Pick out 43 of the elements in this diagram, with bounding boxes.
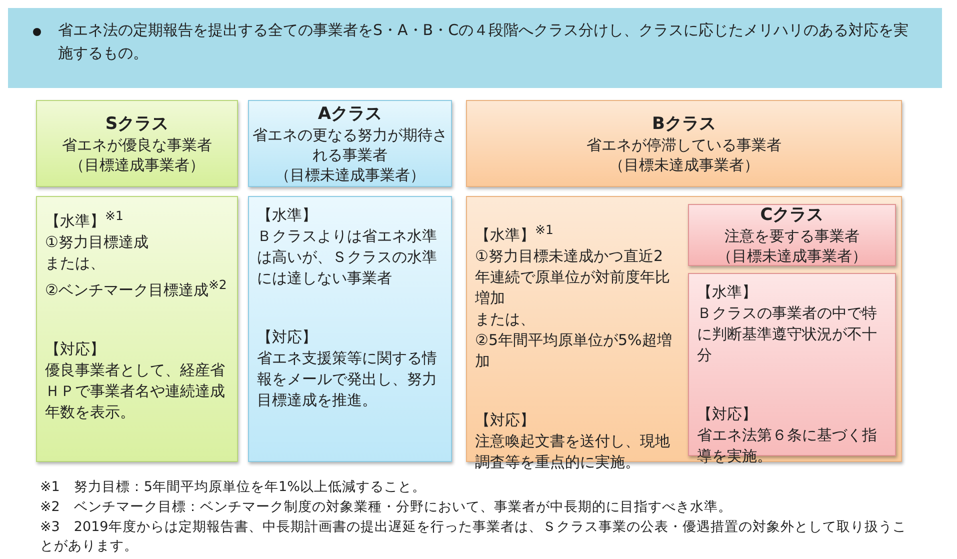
class-description: （目標未達成事業者） (275, 165, 425, 185)
section-heading: 【水準】$^{※1}$ (475, 221, 554, 246)
body-text: ②5年間平均原単位が5%超増加 (475, 330, 673, 372)
class-description: 省エネが停滞している事業者 (586, 135, 782, 155)
body-text: ①努力目標達成 (45, 232, 150, 253)
body-text: または、 (475, 309, 536, 330)
class-description: （目標未達成事業者） (717, 246, 867, 266)
body-text: 省エネ法第６条に基づく指導を実施。 (697, 425, 878, 467)
section-heading: 【対応】 (697, 404, 758, 425)
class-title: Sクラス (105, 113, 169, 135)
section-heading: 【対応】 (257, 327, 318, 348)
section-heading: 【対応】 (45, 339, 106, 360)
footnote-text: ※1 努力目標：5年間平均原単位を年1%以上低減すること。 (40, 478, 427, 497)
section-heading: 【対応】 (475, 410, 536, 431)
class-title: Bクラス (652, 113, 716, 135)
body-text: 省エネ支援策等に関する情報をメールで発出し、努力目標達成を推進。 (257, 348, 438, 411)
body-text: Ｂクラスの事業者の中で特に判断基準遵守状況が不十分 (697, 303, 878, 366)
class-header-box (466, 100, 902, 187)
section-heading: 【水準】 (257, 205, 318, 226)
footnote-text: ※2 ベンチマーク目標：ベンチマーク制度の対象業種・分野において、事業者が中長期的に目指すべき水準。 (40, 498, 733, 517)
footnote-text: ※3 2019年度からは定期報告書、中長期計画書の提出遅延を行った事業者は、Ｓクラス事業の公表・優遇措置の対象外として取り扱うことがあります。 (40, 518, 908, 556)
body-text: Ｂクラスよりは省エネ水準は高いが、Ｓクラスの水準には達しない事業者 (257, 226, 438, 289)
section-heading: 【水準】$^{※1}$ (45, 207, 124, 232)
class-description: （目標達成事業者） (70, 155, 204, 175)
class-description: 省エネが優良な事業者 (62, 135, 212, 155)
body-text: 注意喚起文書を送付し、現地調査等を重点的に実施。 (475, 431, 671, 473)
intro-text: 省エネ法の定期報告を提出する全ての事業者をS・A・B・Cの４段階へクラス分けし、クラスに応じたメリハリのある対応を実施するもの。 (58, 20, 910, 64)
body-text: ②ベンチマーク目標達成$^{※2}$ (45, 276, 228, 301)
body-text: ①努力目標未達成かつ直近2年連続で原単位が対前度年比増加 (475, 246, 671, 309)
section-heading: 【水準】 (697, 282, 758, 303)
class-title: Cクラス (760, 204, 824, 226)
body-text: または、 (45, 253, 106, 274)
banner-panel (8, 8, 942, 88)
class-title: Aクラス (318, 103, 382, 125)
class-description: 注意を要する事業者 (724, 226, 860, 246)
class-description: （目標未達成事業者） (609, 155, 759, 175)
class-header-box (36, 100, 238, 187)
class-header-box (248, 100, 452, 187)
class-description: 省エネの更なる努力が期待される事業者 (252, 125, 448, 165)
class-detail-box (248, 196, 452, 462)
class-header-box (688, 204, 896, 266)
class-detail-box (36, 196, 238, 462)
body-text: 優良事業者として、経産省ＨＰで事業者名や連続達成年数を表示。 (45, 360, 226, 423)
